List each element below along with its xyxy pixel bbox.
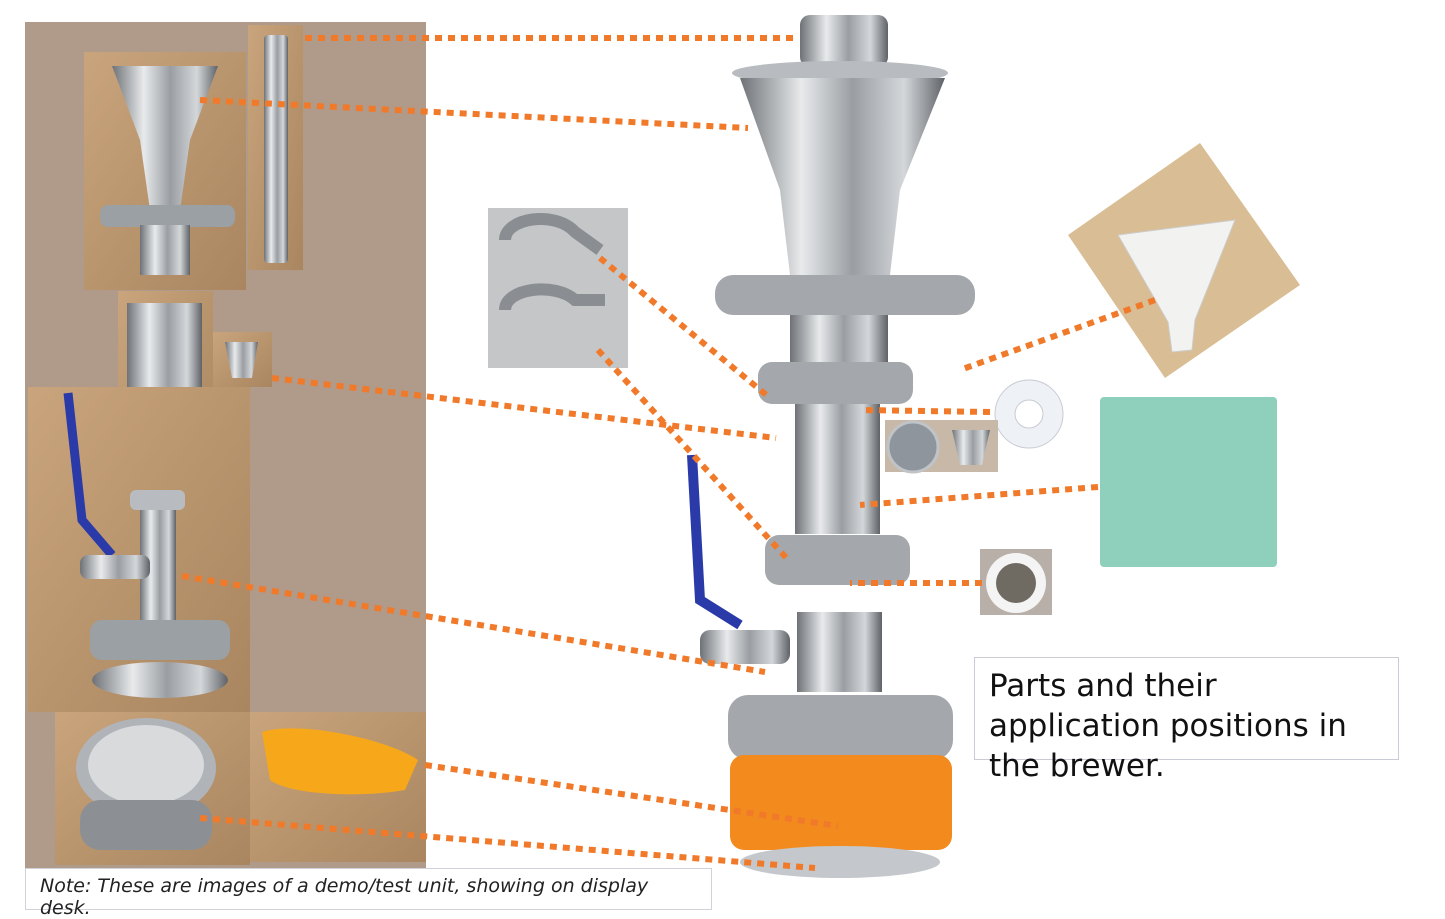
leader-clamp-upper bbox=[598, 255, 772, 401]
assembled-brewer bbox=[687, 15, 975, 878]
leader-cloth bbox=[859, 484, 1099, 508]
photo-clamps bbox=[488, 208, 628, 368]
photo-funnel-chamber bbox=[84, 52, 246, 290]
photo-small-filter-cup bbox=[213, 332, 272, 387]
leader-clamp-lower bbox=[595, 347, 793, 565]
photo-plastic-funnel bbox=[1068, 143, 1300, 378]
photo-silicone-sleeve bbox=[250, 712, 426, 862]
photo-bottom-cap bbox=[55, 712, 250, 865]
leader-funnel bbox=[958, 297, 1157, 373]
leader-gasket bbox=[859, 407, 991, 415]
photo-ball-valve bbox=[28, 387, 250, 712]
leader-funnel-chamber bbox=[199, 97, 749, 131]
leader-silicone-sleeve bbox=[424, 762, 839, 829]
leader-tube-section bbox=[271, 375, 777, 441]
caption-box: Parts and their application positions in… bbox=[974, 657, 1399, 784]
photo-disc-filter bbox=[980, 549, 1052, 615]
photo-plunger-rod bbox=[248, 25, 303, 270]
photo-mesh-filters bbox=[885, 420, 998, 474]
note-box: Note: These are images of a demo/test un… bbox=[25, 868, 712, 919]
photo-cleaning-cloth bbox=[1100, 397, 1277, 567]
photo-silicone-gasket bbox=[994, 379, 1064, 449]
leader-lines bbox=[181, 35, 1157, 871]
